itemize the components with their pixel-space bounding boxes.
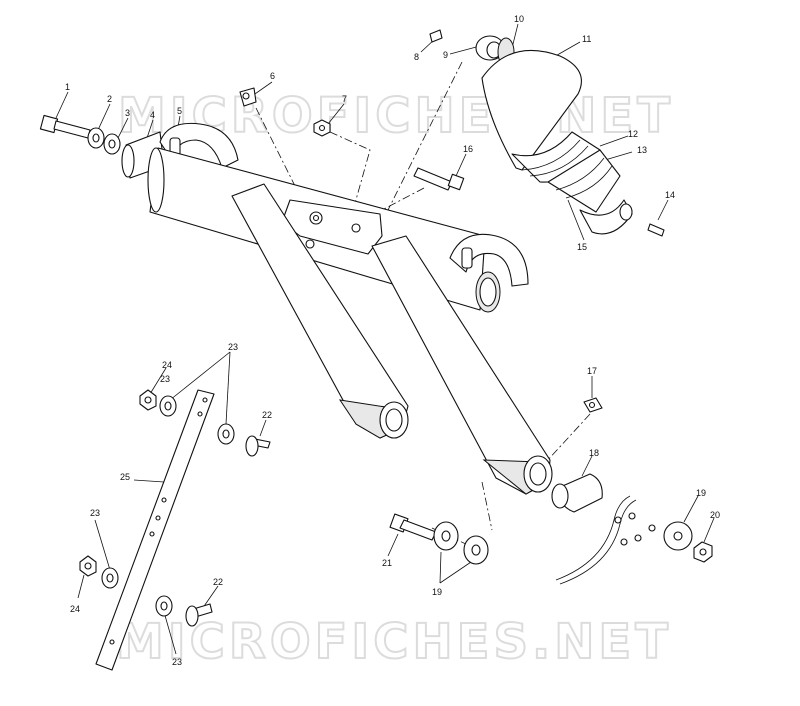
callout-5: 5: [177, 106, 182, 116]
callout-11: 11: [582, 34, 591, 44]
callout-22-lower: 22: [213, 577, 223, 587]
callout-12: 12: [628, 129, 638, 139]
callout-4: 4: [150, 110, 155, 120]
callout-22-upper: 22: [262, 410, 272, 420]
callout-19-right: 19: [696, 488, 706, 498]
callout-14: 14: [665, 190, 675, 200]
callout-2: 2: [107, 94, 112, 104]
strap-assembly: [79, 389, 271, 671]
callout-19-lower: 19: [432, 587, 442, 597]
bolt-assembly-left: [39, 114, 165, 179]
callout-25: 25: [120, 472, 130, 482]
callout-16: 16: [463, 144, 473, 154]
callout-6: 6: [270, 71, 275, 81]
callout-labels: 1 2 3 4 5 6 7 8 9 10 11 12 13 14 15 16 1…: [65, 14, 720, 667]
callout-15: 15: [577, 242, 587, 252]
callout-21: 21: [382, 558, 392, 568]
callout-23-middle: 23: [160, 374, 170, 384]
callout-8: 8: [414, 52, 419, 62]
callout-20: 20: [710, 510, 720, 520]
callout-9: 9: [443, 50, 448, 60]
callout-10: 10: [514, 14, 524, 24]
watermark-bottom: MICROFICHES.NET: [116, 614, 672, 670]
callout-7: 7: [342, 94, 347, 104]
callout-23-lower: 23: [172, 657, 182, 667]
callout-1: 1: [65, 82, 70, 92]
callout-24-upper: 24: [162, 360, 172, 370]
shock-absorber: [475, 35, 665, 237]
callout-18: 18: [589, 448, 599, 458]
a-arm-frame: [147, 122, 553, 495]
top-hardware: [239, 29, 465, 191]
callout-17: 17: [587, 366, 597, 376]
lower-right-hardware: [389, 397, 713, 585]
callout-23-upper: 23: [228, 342, 238, 352]
callout-24-lower: 24: [70, 604, 80, 614]
callout-13: 13: [637, 145, 647, 155]
callout-3: 3: [125, 108, 130, 118]
callout-23-left: 23: [90, 508, 100, 518]
